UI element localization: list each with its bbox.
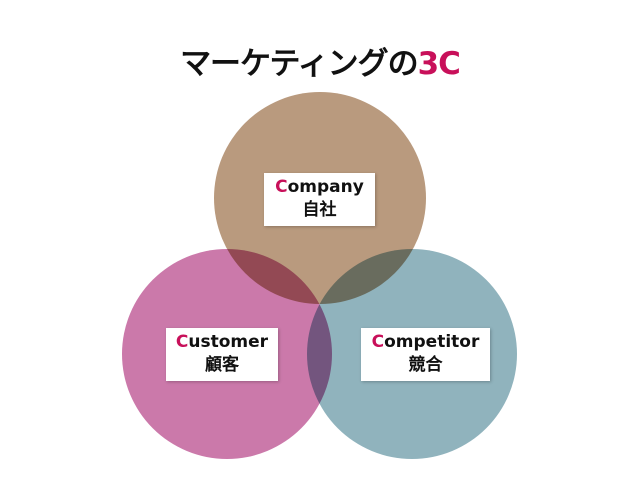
label-competitor: Competitor 競合 bbox=[361, 328, 490, 381]
label-customer: Customer 顧客 bbox=[166, 328, 278, 381]
label-jp: 競合 bbox=[408, 355, 443, 375]
initial: C bbox=[175, 332, 189, 352]
initial: C bbox=[275, 177, 288, 197]
label-en: ompany bbox=[287, 177, 364, 197]
label-en: ompetitor bbox=[384, 332, 480, 352]
initial: C bbox=[371, 332, 385, 352]
label-company: Company 自社 bbox=[264, 173, 375, 226]
label-jp: 自社 bbox=[302, 200, 337, 220]
page-title: マーケティングの3C bbox=[0, 38, 640, 83]
label-en: ustomer bbox=[188, 332, 269, 352]
title-accent: 3C bbox=[417, 46, 461, 82]
title-main: マーケティングの bbox=[180, 46, 419, 82]
label-jp: 顧客 bbox=[205, 355, 239, 375]
